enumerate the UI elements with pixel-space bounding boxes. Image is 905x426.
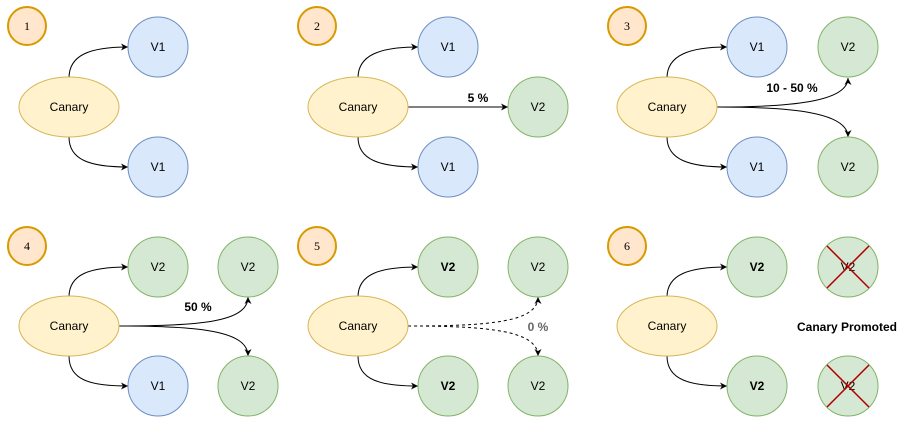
traffic-percentage-label: 0 % (528, 320, 549, 334)
step-6-badge (607, 226, 647, 266)
bottom-target-node (726, 136, 788, 198)
canary-v2-node (507, 76, 569, 138)
top-target-label: V1 (151, 40, 166, 54)
canary-node (616, 76, 718, 138)
top-target-node (726, 16, 788, 78)
step-2-badge (297, 6, 337, 46)
step-3-number: 3 (624, 19, 630, 33)
bottom-target-label: V1 (441, 160, 456, 174)
step-1-number: 1 (24, 19, 30, 33)
top-target-node (127, 236, 189, 298)
panel-step-4: 4 Canary V2 V1 V2 V2 50 % (7, 226, 279, 417)
canary-node (307, 76, 409, 138)
bottom-target-node (417, 355, 479, 417)
canary-v2-top-label: V2 (841, 40, 856, 54)
cross-icon (826, 364, 870, 408)
bottom-target-node (127, 136, 189, 198)
bottom-target-label: V1 (750, 160, 765, 174)
edge-canary-to-top-target (357, 263, 419, 298)
edge-canary-to-bottom-target (357, 355, 419, 390)
top-target-label: V1 (441, 40, 456, 54)
canary-v2-top-node (217, 236, 279, 298)
removed-canary-top: V2 (817, 236, 879, 298)
step-1-badge (7, 6, 47, 46)
edge-canary-to-bottom-target (666, 136, 728, 171)
traffic-percentage-label: 50 % (184, 300, 212, 314)
edge-canary-to-v2-top (407, 296, 542, 327)
edge-canary-to-bottom-target (68, 136, 129, 171)
edge-canary-to-top-target (68, 263, 129, 298)
canary-v2-bottom-node (817, 136, 879, 198)
canary-node (18, 295, 120, 357)
bottom-target-node (417, 136, 479, 198)
top-target-label: V1 (750, 40, 765, 54)
canary-v2-top-label: V2 (531, 260, 546, 274)
canary-v2-bottom-label: V2 (241, 379, 256, 393)
removed-canary-bottom: V2 (817, 355, 879, 417)
canary-v2-bottom-label: V2 (531, 379, 546, 393)
step-3-badge (607, 6, 647, 46)
canary-label: Canary (50, 319, 89, 333)
edge-canary-to-bottom-target (68, 355, 129, 390)
canary-node (616, 295, 718, 357)
step-6-number: 6 (624, 239, 630, 253)
traffic-percentage-label: 10 - 50 % (766, 81, 818, 95)
canary-label: Canary (648, 319, 687, 333)
canary-label: Canary (339, 319, 378, 333)
canary-v2-top-node (507, 236, 569, 298)
step-5-number: 5 (314, 239, 320, 253)
bottom-target-node (726, 355, 788, 417)
cross-icon (826, 245, 870, 289)
canary-node (307, 295, 409, 357)
edge-canary-to-v2-bottom (118, 325, 252, 357)
edge-canary-to-top-target (357, 43, 419, 79)
edge-canary-to-bottom-target (666, 355, 728, 390)
top-target-node (417, 16, 479, 78)
panel-step-2: 2 Canary V1 V1 V2 5 % (297, 6, 569, 198)
edge-canary-to-bottom-target (357, 136, 419, 171)
traffic-percentage-label: 5 % (468, 91, 489, 105)
bottom-target-label: V1 (151, 160, 166, 174)
panel-step-5: 5 Canary V2 V2 V2 V2 0 % (297, 226, 569, 417)
bottom-target-label: V2 (750, 379, 765, 393)
canary-promoted-label: Canary Promoted (797, 320, 897, 334)
canary-v2-label: V2 (531, 100, 546, 114)
edge-canary-to-top-target (68, 43, 129, 79)
top-target-node (417, 236, 479, 298)
step-5-badge (297, 226, 337, 266)
canary-v2-bottom-node (217, 355, 279, 417)
step-2-number: 2 (314, 19, 320, 33)
canary-v2-top-node (817, 16, 879, 78)
step-4-badge (7, 226, 47, 266)
canary-v2-bottom-node (507, 355, 569, 417)
edge-canary-to-v2-bottom (716, 106, 852, 138)
step-4-number: 4 (24, 239, 30, 253)
edge-canary-to-v2-bottom (407, 325, 542, 357)
canary-node (18, 76, 120, 138)
bottom-target-label: V2 (441, 379, 456, 393)
edge-canary-to-top-target (666, 263, 728, 298)
canary-label: Canary (339, 100, 378, 114)
top-target-node (127, 16, 189, 78)
bottom-target-label: V1 (151, 379, 166, 393)
top-target-node (726, 236, 788, 298)
panel-step-1: 1 Canary V1 V1 (7, 6, 189, 198)
canary-label: Canary (648, 100, 687, 114)
canary-label: Canary (50, 100, 89, 114)
canary-v2-top-label: V2 (241, 260, 256, 274)
panel-step-6: 6 Canary V2 V2 V2 V2 Canary Promoted (607, 226, 897, 417)
top-target-label: V2 (750, 260, 765, 274)
edge-canary-to-top-target (666, 43, 728, 79)
canary-v2-bottom-label: V2 (841, 160, 856, 174)
bottom-target-node (127, 355, 189, 417)
top-target-label: V2 (441, 260, 456, 274)
top-target-label: V2 (151, 260, 166, 274)
panel-step-3: 3 Canary V1 V1 V2 V2 10 - 50 % (607, 6, 879, 198)
